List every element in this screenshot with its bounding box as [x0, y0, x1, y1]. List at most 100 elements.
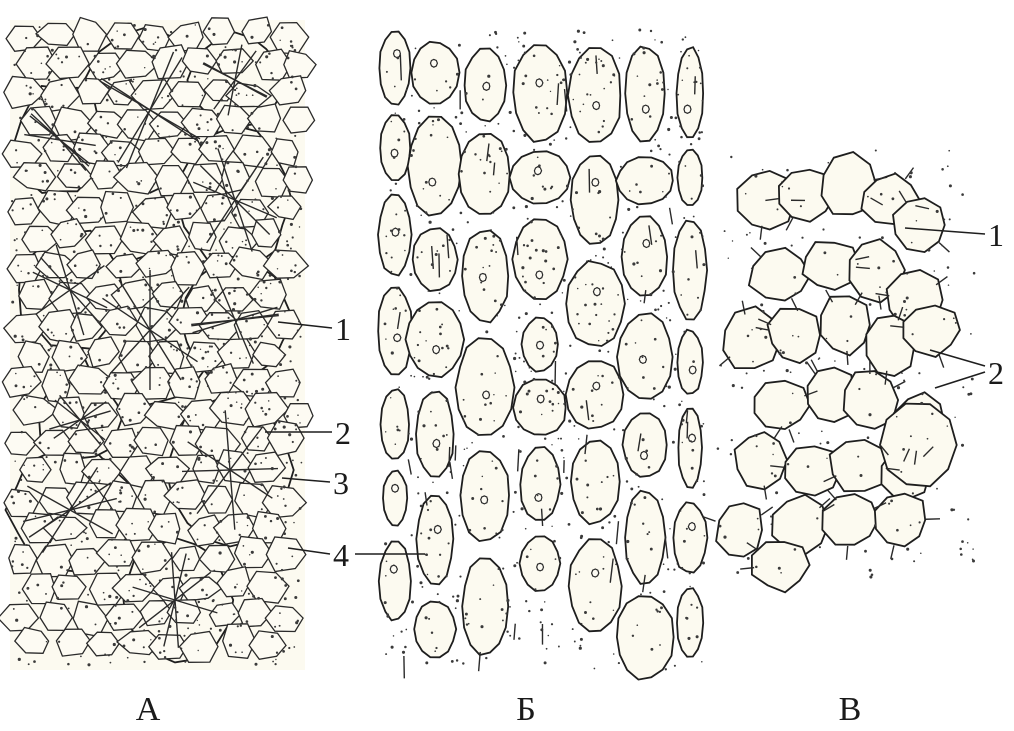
- intercellular-space-mark: [695, 76, 696, 94]
- cytoplasm-granule: [256, 151, 259, 154]
- cytoplasm-granule: [447, 347, 449, 349]
- cytoplasm-granule: [105, 212, 108, 215]
- cytoplasm-granule: [67, 663, 70, 666]
- cytoplasm-granule: [572, 208, 574, 210]
- cytoplasm-granule: [42, 254, 44, 256]
- cytoplasm-granule: [180, 648, 182, 650]
- cytoplasm-granule: [254, 198, 256, 200]
- cytoplasm-granule: [212, 33, 215, 36]
- cytoplasm-granule: [104, 653, 106, 655]
- cytoplasm-granule: [683, 217, 685, 219]
- cytoplasm-granule: [25, 170, 28, 173]
- cytoplasm-granule: [275, 659, 276, 660]
- cytoplasm-granule: [75, 139, 77, 141]
- cytoplasm-granule: [294, 264, 296, 266]
- cytoplasm-granule: [666, 317, 667, 318]
- cytoplasm-granule: [221, 202, 224, 205]
- cytoplasm-granule: [971, 378, 974, 381]
- cytoplasm-granule: [207, 334, 209, 336]
- cytoplasm-granule: [411, 601, 414, 604]
- cytoplasm-granule: [41, 229, 43, 231]
- cytoplasm-granule: [607, 332, 609, 334]
- cytoplasm-granule: [417, 492, 419, 494]
- cytoplasm-granule: [176, 245, 178, 247]
- cytoplasm-granule: [901, 372, 903, 374]
- cytoplasm-granule: [465, 92, 468, 95]
- cytoplasm-granule: [592, 420, 594, 422]
- cell-nucleus: [684, 105, 691, 113]
- cytoplasm-granule: [501, 150, 503, 152]
- cytoplasm-granule: [222, 158, 224, 160]
- cytoplasm-granule: [561, 449, 564, 452]
- cytoplasm-granule: [642, 356, 644, 358]
- cell-nucleus: [592, 569, 599, 577]
- cytoplasm-granule: [189, 143, 192, 146]
- cytoplasm-granule: [138, 549, 141, 552]
- elongated-cell: [513, 45, 567, 142]
- cytoplasm-granule: [44, 99, 46, 101]
- cytoplasm-granule: [120, 169, 122, 171]
- cytoplasm-granule: [691, 198, 693, 200]
- cytoplasm-granule: [961, 193, 964, 196]
- cytoplasm-granule: [214, 298, 217, 301]
- cytoplasm-granule: [159, 377, 161, 379]
- cytoplasm-granule: [144, 67, 145, 68]
- panel-v-cells: [702, 152, 960, 592]
- cytoplasm-granule: [264, 536, 267, 539]
- cytoplasm-granule: [890, 500, 893, 503]
- cytoplasm-granule: [280, 488, 282, 490]
- cell-nucleus: [536, 271, 543, 279]
- cytoplasm-granule: [542, 326, 545, 329]
- cytoplasm-granule: [252, 94, 254, 96]
- cytoplasm-granule: [613, 653, 615, 655]
- cytoplasm-granule: [677, 94, 679, 96]
- cytoplasm-granule: [154, 543, 155, 544]
- cytoplasm-granule: [44, 171, 47, 174]
- cytoplasm-granule: [668, 386, 671, 389]
- cytoplasm-granule: [158, 637, 161, 640]
- cytoplasm-granule: [294, 596, 297, 599]
- cytoplasm-granule: [560, 492, 563, 495]
- cytoplasm-granule: [385, 338, 386, 339]
- cytoplasm-granule: [475, 246, 478, 249]
- cell-nucleus: [535, 494, 542, 502]
- cytoplasm-granule: [23, 386, 26, 389]
- cytoplasm-granule: [265, 287, 267, 289]
- cell-nucleus: [642, 105, 649, 113]
- cytoplasm-granule: [973, 272, 976, 275]
- cytoplasm-granule: [563, 391, 565, 393]
- cytoplasm-granule: [144, 283, 147, 286]
- cytoplasm-granule: [120, 554, 122, 556]
- cytoplasm-granule: [774, 474, 777, 477]
- cytoplasm-granule: [608, 521, 610, 523]
- cytoplasm-granule: [23, 398, 25, 400]
- cytoplasm-granule: [94, 452, 97, 455]
- cytoplasm-granule: [441, 347, 444, 350]
- cytoplasm-granule: [212, 292, 213, 293]
- cytoplasm-granule: [199, 446, 202, 449]
- cell-nucleus: [593, 288, 600, 296]
- cytoplasm-granule: [435, 647, 437, 649]
- cytoplasm-granule: [149, 582, 151, 584]
- cytoplasm-granule: [953, 509, 955, 511]
- cytoplasm-granule: [877, 266, 880, 269]
- cytoplasm-granule: [955, 322, 957, 324]
- cytoplasm-granule: [875, 149, 877, 151]
- cytoplasm-granule: [499, 239, 501, 241]
- cell-nucleus: [433, 346, 440, 354]
- cytoplasm-granule: [276, 652, 278, 654]
- cytoplasm-granule: [250, 36, 253, 39]
- cytoplasm-granule: [51, 291, 53, 293]
- cytoplasm-granule: [77, 317, 79, 319]
- cytoplasm-granule: [189, 430, 192, 433]
- cytoplasm-granule: [574, 641, 576, 643]
- cytoplasm-granule: [87, 354, 89, 356]
- cytoplasm-granule: [563, 403, 565, 405]
- cytoplasm-granule: [45, 197, 48, 200]
- cytoplasm-granule: [525, 312, 528, 315]
- cytoplasm-granule: [598, 131, 601, 134]
- cytoplasm-granule: [794, 292, 796, 294]
- cytoplasm-granule: [631, 118, 634, 121]
- cytoplasm-granule: [696, 607, 698, 609]
- cytoplasm-granule: [894, 172, 896, 174]
